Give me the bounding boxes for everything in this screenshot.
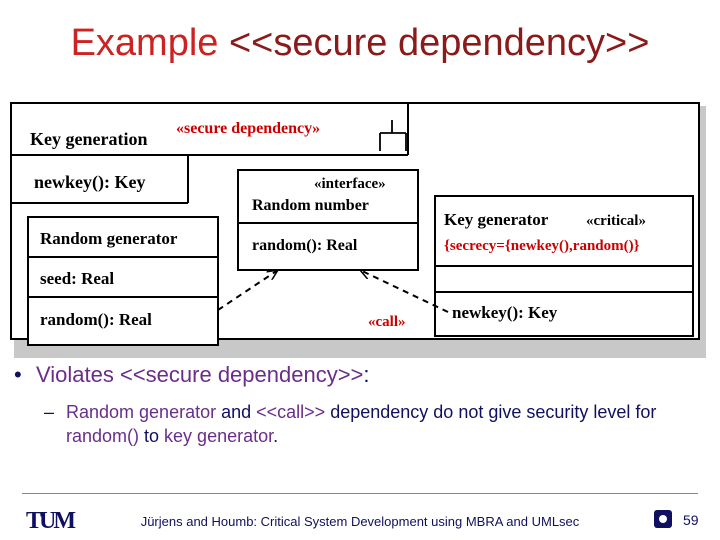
keygenerator-name: Key generator — [444, 210, 549, 229]
sub-part-8: . — [273, 426, 279, 446]
title-prefix: Example — [70, 22, 229, 64]
interface-name: Random number — [252, 197, 369, 214]
sub-part-7: key generator — [164, 426, 274, 446]
tum-logo: TUM — [26, 508, 76, 534]
interface-stereotype: «interface» — [314, 176, 386, 192]
bullet-stereotype: <<secure dependency>> — [119, 362, 364, 387]
sub-bullet-text: Random generator and <<call>> dependency… — [44, 400, 684, 448]
bullet-suffix: : — [363, 362, 370, 387]
keygenerator-tag: {secrecy={newkey(),random()} — [444, 238, 640, 254]
sub-part-6: to — [139, 426, 165, 446]
footer-divider — [22, 493, 698, 494]
call-dependency-right — [360, 269, 449, 313]
title-stereotype: <<secure dependency>> — [228, 22, 650, 64]
bullet-dot-icon: • — [14, 362, 22, 387]
sub-part-4: dependency do not give security level fo… — [325, 402, 657, 422]
interface-method: random(): Real — [252, 237, 358, 254]
randgen-name: Random generator — [40, 229, 178, 248]
bullet-prefix: Violates — [36, 362, 120, 387]
footer-citation: Jürjens and Houmb: Critical System Devel… — [140, 514, 580, 529]
sub-bullet-dash: – — [44, 402, 55, 422]
package-stereotype: «secure dependency» — [176, 120, 320, 137]
keygenerator-stereotype: «critical» — [586, 213, 646, 229]
seal-icon — [654, 510, 672, 528]
keygenerator-method: newkey(): Key — [452, 303, 558, 322]
bullet-point: • Violates <<secure dependency>>: — [14, 362, 370, 388]
sub-part-5: random() — [66, 426, 140, 446]
randgen-method: random(): Real — [40, 310, 152, 329]
sub-part-1: Random generator — [66, 402, 217, 422]
sub-bullet: – Random generator and <<call>> dependen… — [44, 400, 684, 448]
uml-diagram: Key generation «secure dependency» newke… — [10, 102, 706, 358]
randgen-box — [27, 216, 219, 346]
page-number: 59 — [683, 512, 699, 528]
call-label: «call» — [368, 314, 406, 330]
randgen-attr: seed: Real — [40, 269, 114, 288]
package-label: Key generation — [30, 129, 147, 149]
sub-part-2: and — [216, 402, 257, 422]
sub-part-3: <<call>> — [256, 402, 326, 422]
subsystem-icon — [379, 120, 407, 151]
slide-title: Example <<secure dependency>> — [0, 22, 720, 65]
interface-box — [237, 169, 419, 271]
keygen-method: newkey(): Key — [34, 172, 145, 193]
call-dependency-left — [217, 270, 278, 311]
